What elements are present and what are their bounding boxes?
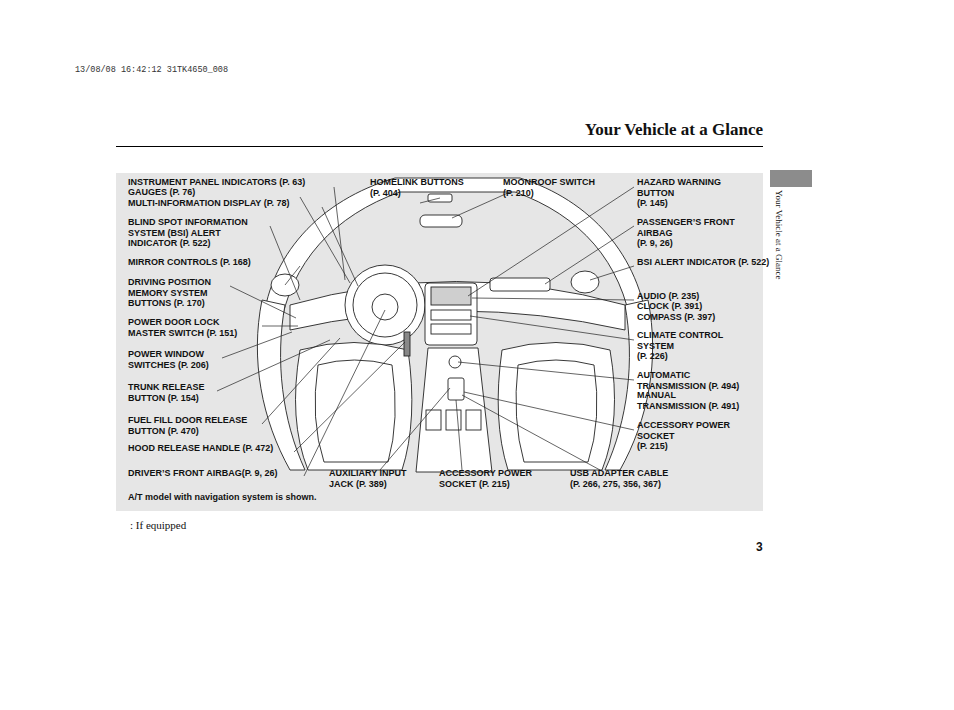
callout-label: HOMELINK BUTTONS (P. 404) [370, 177, 464, 198]
console-box [448, 378, 464, 400]
rear-vent [466, 410, 481, 430]
callout-label: ACCESSORY POWER SOCKET (P. 215) [637, 420, 730, 451]
print-stamp: 13/08/08 16:42:12 31TK4650_008 [75, 65, 228, 75]
leader-lines [217, 187, 634, 476]
callout-label: CLOCK (P. 391) [637, 301, 702, 311]
passenger-seat [498, 343, 614, 471]
callout-label: BSI ALERT INDICATOR (P. 522) [637, 257, 769, 267]
callout-label: ACCESSORY POWER SOCKET (P. 215) [439, 468, 532, 489]
callout-label: AUTOMATIC TRANSMISSION (P. 494) [637, 370, 739, 391]
callout-label: POWER DOOR LOCK MASTER SWITCH (P. 151) [128, 317, 237, 338]
right-mirror [571, 271, 599, 293]
footnote: : If equipped [130, 519, 186, 531]
pedal-area [404, 332, 410, 356]
steering-wheel [345, 265, 425, 345]
callout-label: GAUGES (P. 76) [128, 187, 195, 197]
callout-label: MANUAL TRANSMISSION (P. 491) [637, 390, 739, 411]
climate-panel [431, 310, 471, 320]
callout-label: USB ADAPTER CABLE (P. 266, 275, 356, 367… [570, 468, 668, 489]
figure-panel [116, 173, 763, 511]
callout-label: PASSENGER’S FRONT AIRBAG (P. 9, 26) [637, 217, 735, 248]
callout-label: COMPASS (P. 397) [637, 312, 715, 322]
rearview-mirror [420, 215, 462, 227]
navigation-screen [431, 287, 471, 305]
steering-wheel-inner [353, 273, 417, 337]
callout-label: MOONROOF SWITCH (P. 210) [503, 177, 595, 198]
passenger-airbag [490, 278, 550, 291]
callout-label: AUDIO (P. 235) [637, 291, 699, 301]
callout-label: DRIVER’S FRONT AIRBAG(P. 9, 26) [128, 468, 278, 478]
rear-vent [446, 410, 461, 430]
page-title: Your Vehicle at a Glance [585, 120, 763, 140]
callout-label: MULTI-INFORMATION DISPLAY (P. 78) [128, 198, 290, 208]
callout-label: AUXILIARY INPUT JACK (P. 389) [329, 468, 407, 489]
callout-label: HOOD RELEASE HANDLE (P. 472) [128, 443, 273, 453]
callout-label: TRUNK RELEASE BUTTON (P. 154) [128, 382, 205, 403]
center-stack [425, 283, 477, 345]
callout-label: CLIMATE CONTROL SYSTEM (P. 226) [637, 330, 723, 361]
callout-label: FUEL FILL DOOR RELEASE BUTTON (P. 470) [128, 415, 247, 436]
callout-label: BLIND SPOT INFORMATION SYSTEM (BSI) ALER… [128, 217, 248, 248]
driver-seat [296, 343, 412, 471]
car-interior [257, 178, 652, 472]
callout-label: DRIVING POSITION MEMORY SYSTEM BUTTONS (… [128, 277, 211, 308]
title-rule [116, 146, 763, 147]
steering-hub [372, 294, 398, 320]
figure-note: A/T model with navigation system is show… [128, 492, 317, 502]
section-tab-text: Your Vehicle at a Glance [774, 190, 784, 279]
callout-label: INSTRUMENT PANEL INDICATORS (P. 63) [128, 177, 305, 187]
center-console [416, 348, 492, 472]
driver-seat-cushion [315, 360, 395, 462]
callout-label: POWER WINDOW SWITCHES (P. 206) [128, 349, 209, 370]
section-tab [770, 170, 812, 187]
callout-label: HAZARD WARNING BUTTON (P. 145) [637, 177, 721, 208]
page-number: 3 [756, 540, 763, 554]
audio-panel [431, 324, 471, 334]
callout-label: MIRROR CONTROLS (P. 168) [128, 257, 251, 267]
